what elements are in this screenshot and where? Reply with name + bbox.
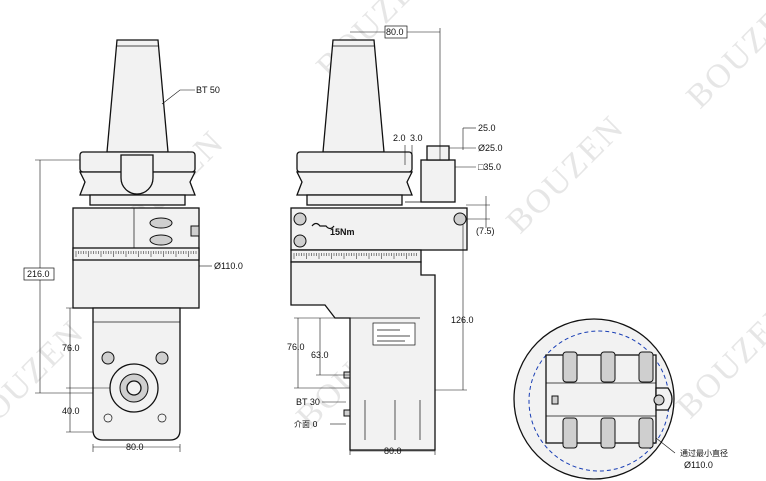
height-126-label: 126.0 (451, 315, 474, 325)
diameter-110-label: Ø110.0 (214, 261, 243, 271)
screw-icon (293, 212, 307, 226)
screw-icon (453, 212, 467, 226)
watermark: BOUZEN (499, 109, 631, 241)
screw-head-icon (149, 217, 173, 229)
min-dia-value: Ø110.0 (684, 460, 713, 470)
sq-35-label: □35.0 (478, 162, 501, 172)
bt50-taper (106, 39, 169, 153)
scale-ticks (293, 253, 417, 259)
drive-key-slot (120, 154, 154, 195)
height-40-label: 40.0 (62, 406, 80, 416)
screw-icon (293, 234, 307, 248)
spindle-nose (420, 159, 456, 203)
dim-3-label: 3.0 (410, 133, 423, 143)
dim-7-5-label: (7.5) (476, 226, 495, 236)
taper-label: BT 50 (196, 85, 220, 95)
width-80-label: 80.0 (126, 442, 144, 452)
watermark: BOUZEN (0, 314, 92, 446)
side-view: 15Nm 80.0 2.0 3.0 25.0 Ø25.0 □35.0 (287, 25, 503, 456)
screw-head-icon (149, 234, 173, 246)
bt30-label: BT 30 (296, 397, 320, 407)
side-height-76-label: 76.0 (287, 342, 305, 352)
bt50-taper-side (322, 39, 385, 153)
torque-label: 15Nm (330, 227, 355, 237)
wrench-icon (311, 222, 335, 230)
bolt-hole-icon (155, 351, 169, 365)
height-216-label: 216.0 (27, 269, 50, 279)
watermark: BOUZEN (669, 294, 766, 426)
coolant-port (190, 225, 200, 237)
front-view: BT 50 216.0 Ø110.0 76.0 40.0 80.0 (23, 39, 243, 452)
nameplate (372, 322, 416, 346)
height-76-label: 76.0 (62, 343, 80, 353)
flange-lower (89, 194, 186, 206)
scale-ticks (75, 251, 197, 257)
dia-25-label: Ø25.0 (478, 143, 503, 153)
bottom-width-80-label: 80.0 (384, 446, 402, 456)
dim-2-label: 2.0 (393, 133, 406, 143)
top-width-80-label: 80.0 (386, 27, 404, 37)
side-housing (290, 207, 468, 251)
top-view: 通过最小直径 Ø110.0 (513, 318, 728, 480)
watermark: BOUZEN (679, 0, 766, 116)
spindle-end-icon (653, 394, 665, 406)
dim-25-label: 25.0 (478, 123, 496, 133)
interface-label: 介面 0 (294, 420, 318, 429)
bolt-hole-icon (101, 351, 115, 365)
height-63-label: 63.0 (311, 350, 329, 360)
min-dia-label: 通过最小直径 (680, 448, 728, 458)
